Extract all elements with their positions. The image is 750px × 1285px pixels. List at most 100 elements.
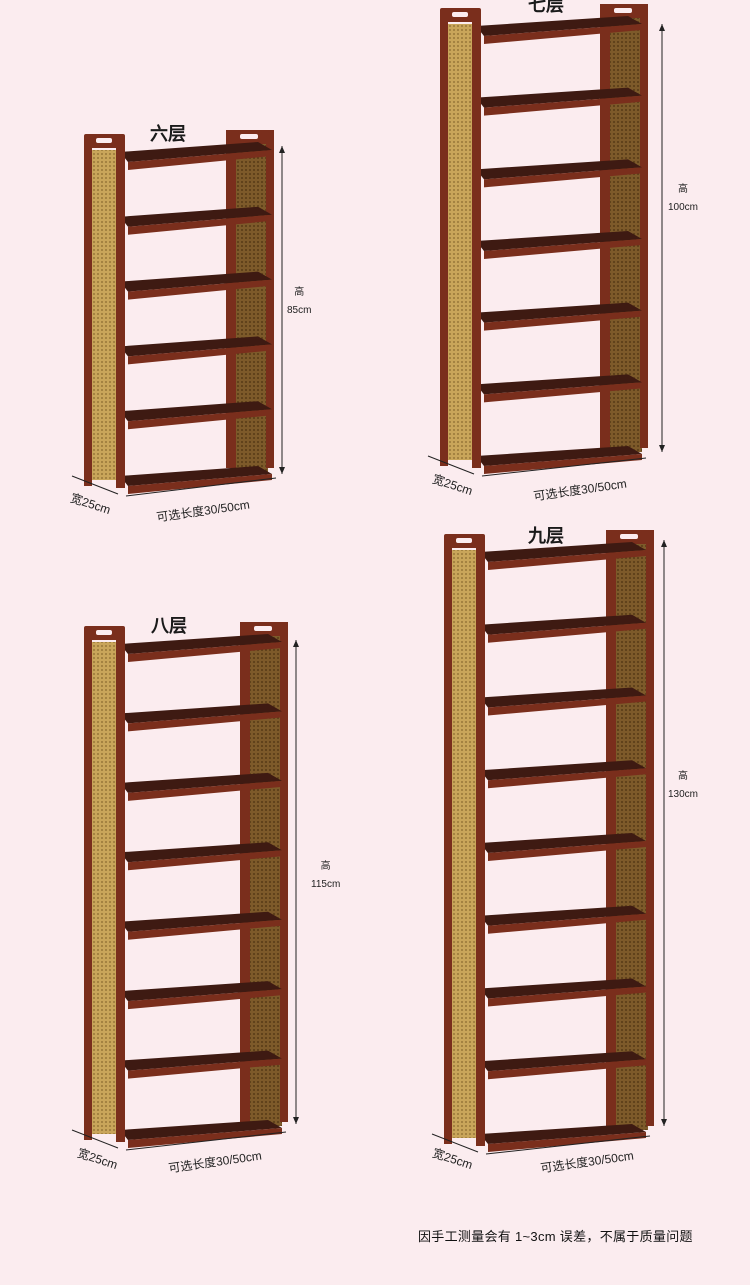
rack-title-six: 六层 <box>150 124 186 144</box>
shelf-six <box>120 142 272 162</box>
width-arrow-nine <box>431 1133 479 1153</box>
height-value: 115cm <box>311 879 341 890</box>
shelf-eight <box>120 703 282 724</box>
shelf-edge-six <box>128 150 272 170</box>
height-label-nine: 高 130cm <box>668 768 698 804</box>
shelf-seven <box>476 374 642 395</box>
arrow-head-nine <box>661 1119 667 1126</box>
back-mesh-panel-six <box>236 138 268 472</box>
length-arrow-six <box>125 477 277 497</box>
shelf-edge-nine <box>488 768 646 789</box>
shelf-edge-six <box>128 474 272 494</box>
rack-title-nine: 九层 <box>528 526 564 546</box>
shelf-edge-eight <box>128 780 282 801</box>
shelf-nine <box>480 542 646 562</box>
back-post-seven <box>640 4 648 448</box>
arrow-head-seven <box>659 445 665 452</box>
shelf-edge-eight <box>128 989 282 1010</box>
shelf-edge-eight <box>128 711 282 732</box>
shelf-edge-seven <box>484 167 642 188</box>
shelf-six <box>120 401 272 422</box>
height-label-six: 高 85cm <box>287 284 311 320</box>
front-post-six <box>84 138 92 486</box>
arrow-head-nine <box>661 540 667 547</box>
length-arrow-eight <box>125 1131 287 1151</box>
arrow-head-eight <box>293 1117 299 1124</box>
back-post-six <box>266 130 274 468</box>
rack-title-seven: 七层 <box>528 0 564 15</box>
handle-slot-seven <box>614 8 632 13</box>
front-post-eight <box>116 630 125 1142</box>
back-post-six <box>226 130 236 468</box>
shelf-edge-eight <box>128 1058 282 1079</box>
shelf-eight <box>120 772 282 793</box>
shelf-edge-seven <box>484 454 642 474</box>
shelf-seven <box>476 16 642 36</box>
shelf-edge-nine <box>488 550 646 570</box>
height-value: 100cm <box>668 202 699 213</box>
shelf-six <box>120 271 272 292</box>
shelf-edge-nine <box>488 986 646 1007</box>
handle-slot-seven <box>452 12 468 17</box>
front-post-nine <box>444 538 452 1144</box>
shelf-edge-nine <box>488 1132 646 1152</box>
shelf-edge-nine <box>488 841 646 861</box>
shelf-eight <box>120 634 282 654</box>
shelf-eight <box>120 981 282 1002</box>
shelf-edge-seven <box>484 310 642 331</box>
shelf-nine <box>480 614 646 635</box>
shelf-edge-eight <box>128 1128 282 1148</box>
back-post-nine <box>646 530 654 1126</box>
width-arrow-eight <box>71 1129 119 1149</box>
shelf-edge-six <box>128 214 272 235</box>
handle-slot-six <box>96 138 112 143</box>
shelf-edge-six <box>128 344 272 365</box>
shelf-edge-nine <box>488 622 646 643</box>
shelf-nine <box>480 1051 646 1072</box>
shelf-nine <box>480 760 646 781</box>
arrow-head-six <box>279 146 285 153</box>
shelf-nine <box>480 833 646 853</box>
shelf-edge-seven <box>484 239 642 259</box>
back-post-seven <box>600 4 610 448</box>
shelf-nine <box>480 978 646 999</box>
measurement-disclaimer: 因手工测量会有 1~3cm 误差，不属于质量问题 <box>418 1229 693 1244</box>
front-post-eight <box>84 630 92 1140</box>
width-arrow-six <box>71 475 119 495</box>
height-word: 高 <box>678 771 688 782</box>
handle-slot-nine <box>456 538 472 543</box>
back-post-eight <box>240 622 250 1122</box>
shelf-edge-seven <box>484 382 642 403</box>
shelf-edge-six <box>128 409 272 430</box>
shelf-six <box>120 466 272 486</box>
front-mesh-panel-seven <box>444 24 472 460</box>
front-post-nine <box>476 538 485 1146</box>
back-post-eight <box>280 622 288 1122</box>
height-value: 85cm <box>287 305 312 316</box>
shelf-nine <box>480 1124 646 1144</box>
front-mesh-panel-six <box>88 150 116 480</box>
back-post-nine <box>606 530 616 1126</box>
front-post-six <box>116 138 125 488</box>
shelf-nine <box>480 687 646 708</box>
shelf-edge-seven <box>484 24 642 44</box>
length-arrow-nine <box>485 1135 651 1155</box>
height-word: 高 <box>678 184 688 195</box>
front-mesh-panel-nine <box>448 550 476 1138</box>
height-word: 高 <box>294 287 305 298</box>
shelf-eight <box>120 911 282 932</box>
arrow-head-eight <box>293 640 299 647</box>
shelf-seven <box>476 302 642 323</box>
shelf-edge-six <box>128 279 272 300</box>
width-arrow-seven <box>427 455 475 475</box>
handle-slot-eight <box>254 626 272 631</box>
shelf-eight <box>120 1050 282 1071</box>
shelf-nine <box>480 905 646 926</box>
height-label-eight: 高 115cm <box>311 858 340 894</box>
height-label-seven: 高 100cm <box>668 181 698 217</box>
handle-slot-eight <box>96 630 112 635</box>
arrow-head-seven <box>659 24 665 31</box>
rack-title-eight: 八层 <box>151 616 187 636</box>
